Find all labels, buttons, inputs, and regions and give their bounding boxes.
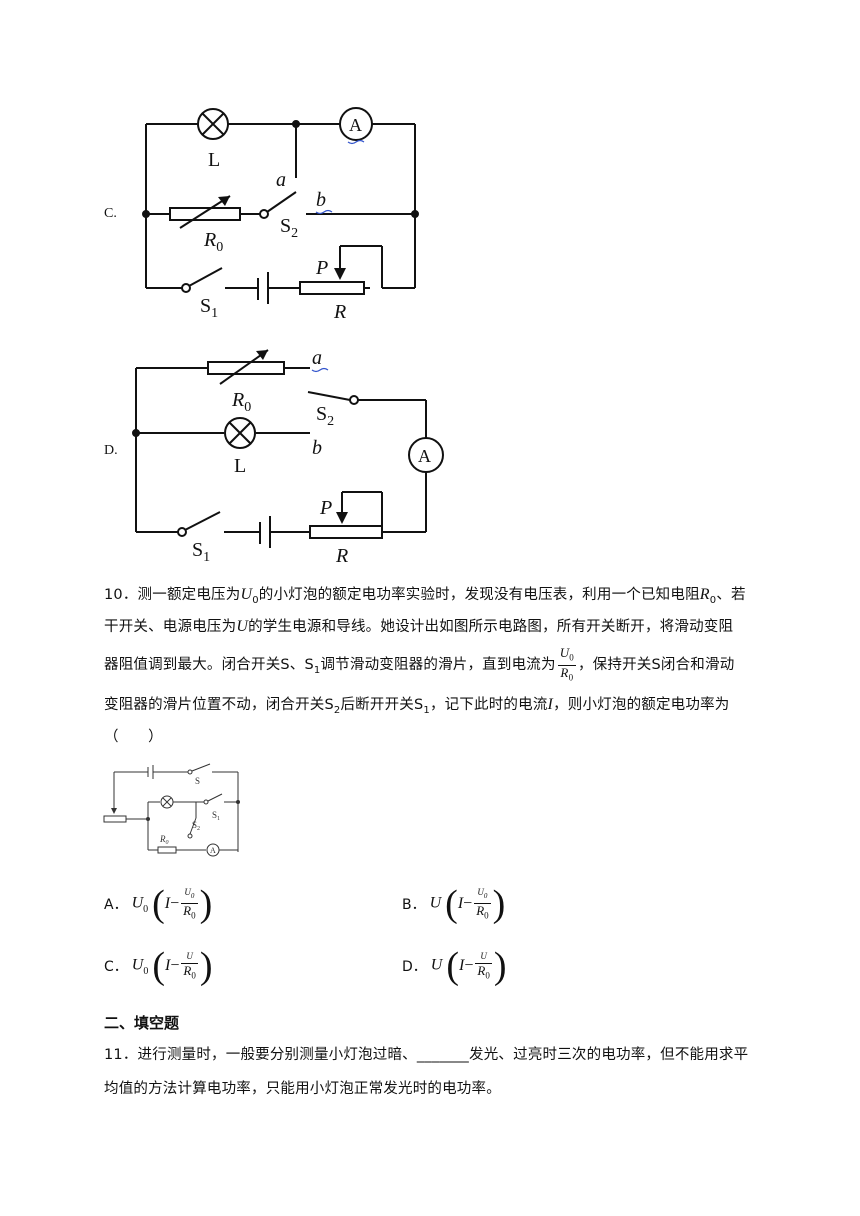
rheostat-r0-icon	[169, 207, 241, 221]
switch-s1-icon	[181, 283, 191, 293]
switch-s2-icon	[189, 817, 197, 835]
s1-label: S1	[192, 539, 210, 565]
switch-s1-icon	[177, 527, 187, 537]
s1-label: S1	[212, 810, 220, 822]
r0-label: R0	[203, 229, 223, 255]
switch-s2-icon	[266, 191, 297, 213]
s2-label: S2	[192, 820, 200, 832]
rheostat-r-label: R	[335, 545, 348, 567]
r0-label: R0	[231, 389, 251, 415]
question-10-line-4: 变阻器的滑片位置不动，闭合开关S2后断开开关S1，记下此时的电流I，则小灯泡的额…	[104, 696, 730, 716]
ammeter-label: A	[418, 446, 431, 466]
rheostat-r-icon	[299, 281, 365, 295]
s-label: S	[195, 776, 200, 786]
question-10-line-1: 10．测一额定电压为U0的小灯泡的额定电功率实验时，发现没有电压表，利用一个已知…	[104, 586, 746, 606]
switch-s1-icon	[207, 793, 223, 802]
question-11-line-1: 11．进行测量时，一般要分别测量小灯泡过暗、_______发光、过亮时三次的电功…	[104, 1047, 749, 1063]
lamp-icon	[224, 417, 256, 449]
circuit-d-diagram: a R0 S2 L b A S1 P R	[132, 347, 444, 567]
s2-label: S2	[316, 403, 334, 429]
contact-a-label: a	[312, 347, 322, 369]
question-10-line-2: 干开关、电源电压为U的学生电源和导线。她设计出如图所示电路图，所有开关断开，将滑…	[104, 618, 734, 635]
lamp-label: L	[234, 455, 246, 477]
lamp-icon	[197, 108, 229, 140]
section-title: 二、填空题	[104, 1014, 180, 1032]
s2-label: S2	[280, 215, 298, 241]
ammeter-label: A	[210, 846, 216, 855]
ammeter-icon	[339, 107, 373, 141]
question-11-line-2: 均值的方法计算电功率，只能用小灯泡正常发光时的电功率。	[104, 1081, 501, 1097]
contact-b-label: b	[316, 189, 326, 211]
contact-a-label: a	[276, 169, 286, 191]
rheostat-icon	[103, 815, 127, 823]
circuit-c-diagram: L A a b R0 S2 S1 P R	[142, 107, 419, 323]
slider-p-label: P	[315, 257, 328, 279]
ammeter-label: A	[349, 115, 362, 135]
s1-label: S1	[200, 295, 218, 321]
lamp-label: L	[208, 149, 220, 171]
rheostat-r-label: R	[333, 301, 346, 323]
rheostat-r0-icon	[207, 361, 285, 375]
r0-label: R0	[159, 834, 169, 846]
contact-b-label: b	[312, 437, 322, 459]
switch-s-icon	[191, 763, 211, 772]
rheostat-r-icon	[309, 525, 383, 539]
switch-s2-icon	[307, 391, 351, 401]
slider-p-label: P	[319, 497, 332, 519]
option-d-label: D.	[104, 443, 118, 458]
fill-blank[interactable]: _______	[416, 1047, 470, 1063]
option-c-label: C.	[104, 206, 117, 221]
resistor-r0-icon	[157, 846, 177, 854]
question-10-line-5: （ ）	[104, 729, 163, 745]
question-10-circuit: S S1 S2 R0 A	[103, 763, 240, 857]
